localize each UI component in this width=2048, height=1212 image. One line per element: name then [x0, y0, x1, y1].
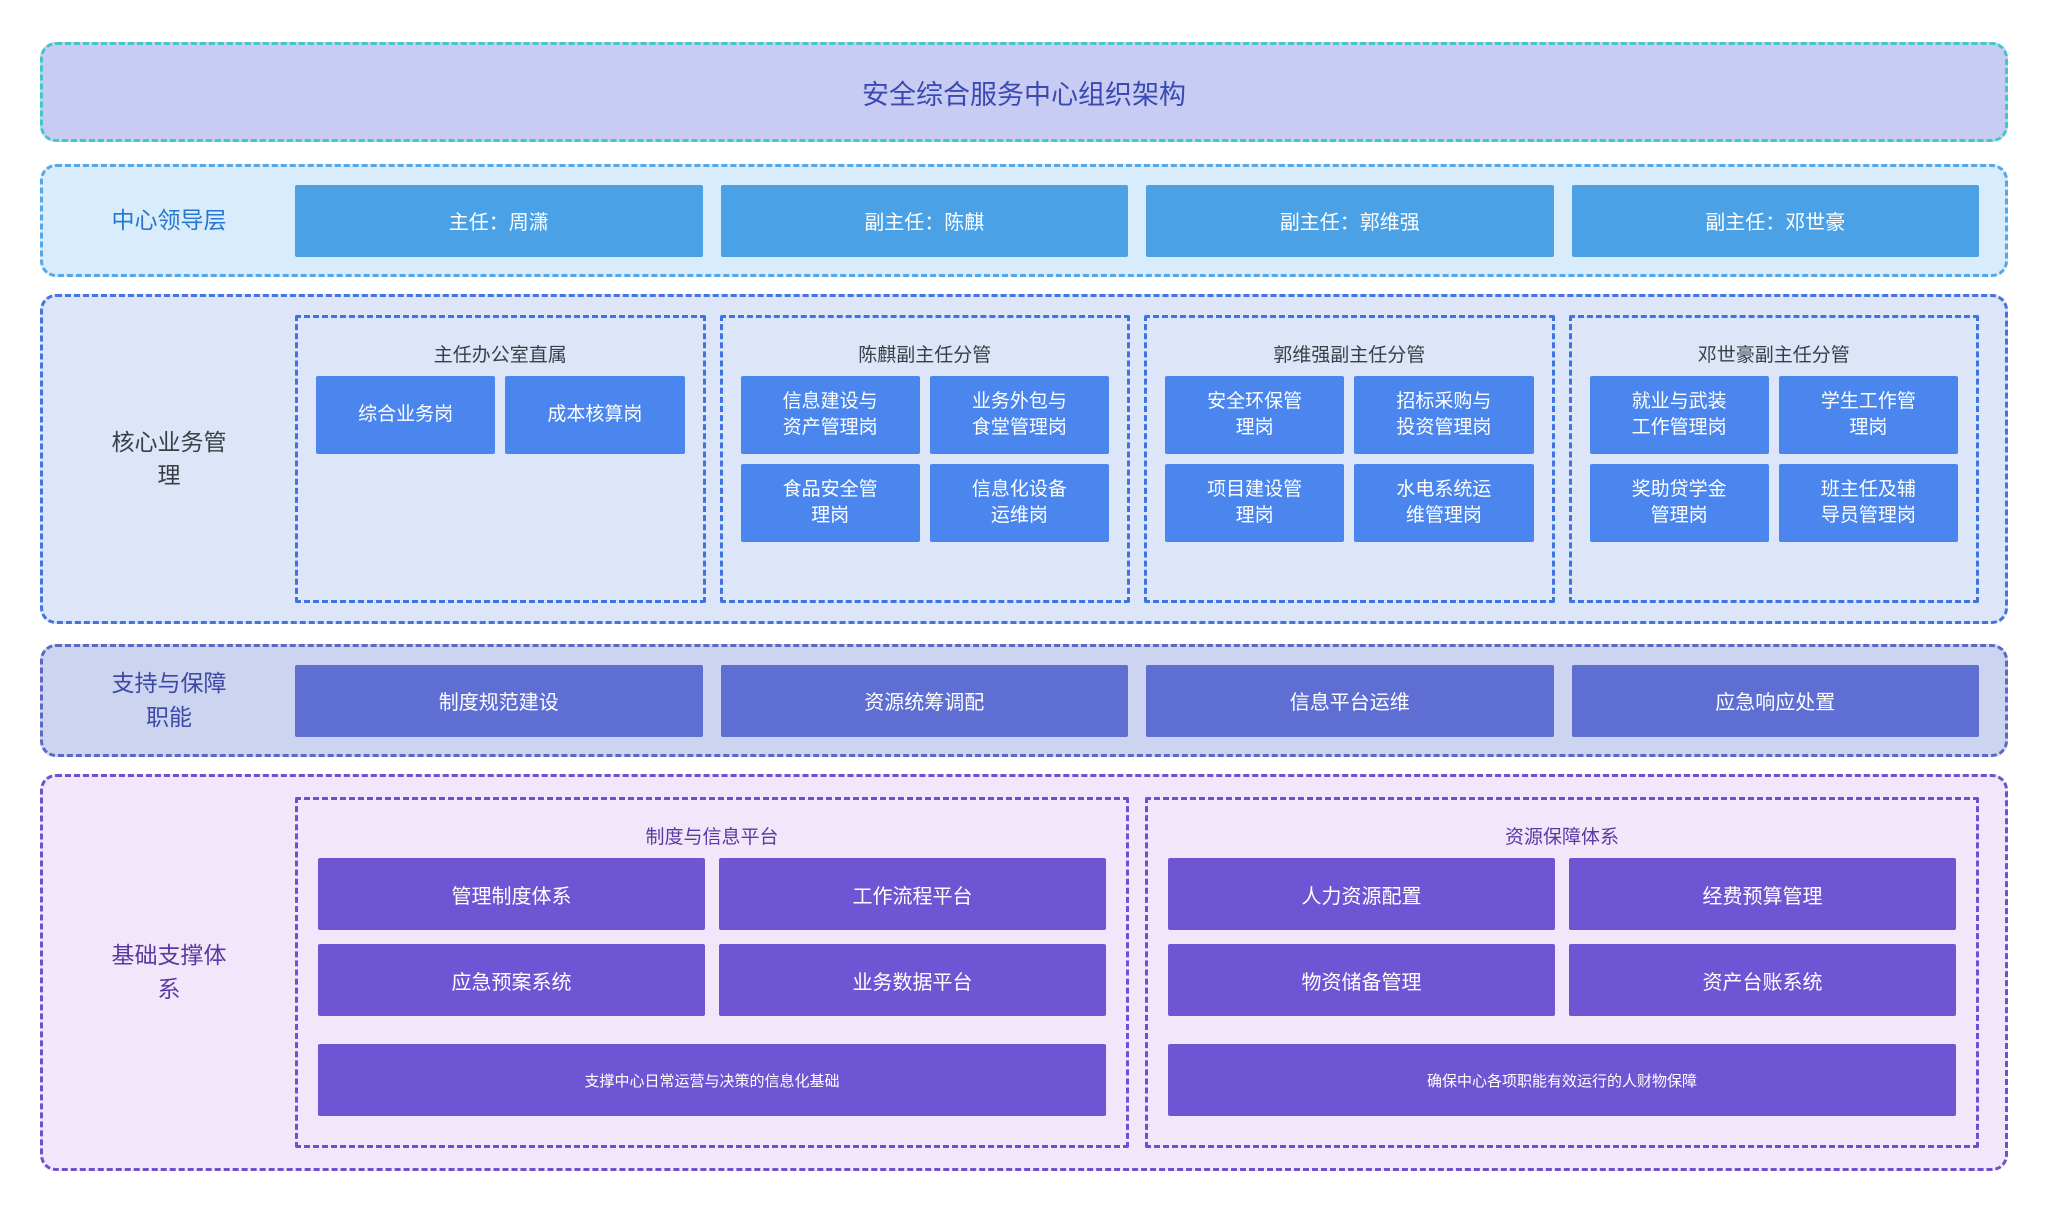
leadership-box-deputy-3: 副主任：邓世豪	[1571, 184, 1979, 257]
core-group-header: 邓世豪副主任分管	[1697, 344, 1850, 366]
core-position-box: 安全环保管 理岗	[1165, 376, 1345, 454]
core-group-grid: 就业与武装 工作管理岗 学生工作管 理岗 奖助贷学金 管理岗 班主任及辅 导员管…	[1589, 376, 1958, 542]
core-group-deputy-chenqi: 陈麒副主任分管 信息建设与 资产管理岗 业务外包与 食堂管理岗 食品安全管 理岗…	[719, 315, 1130, 603]
base-groups: 制度与信息平台 管理制度体系 工作流程平台 应急预案系统 业务数据平台 支撑中心…	[295, 777, 2005, 1168]
core-position-box: 奖助贷学金 管理岗	[1589, 464, 1769, 542]
core-group-director-office: 主任办公室直属 综合业务岗 成本核算岗	[295, 315, 706, 603]
base-system-box: 资产台账系统	[1569, 944, 1956, 1016]
base-group-header: 资源保障体系	[1504, 826, 1619, 848]
base-group-grid: 管理制度体系 工作流程平台 应急预案系统 业务数据平台	[318, 858, 1106, 1016]
base-system-box: 工作流程平台	[719, 858, 1106, 930]
core-position-box: 项目建设管 理岗	[1165, 464, 1345, 542]
base-group-header: 制度与信息平台	[645, 826, 779, 848]
core-group-header: 陈麒副主任分管	[858, 344, 992, 366]
base-group-resources: 资源保障体系 人力资源配置 经费预算管理 物资储备管理 资产台账系统 确保中心各…	[1145, 797, 1979, 1148]
base-system-box: 人力资源配置	[1168, 858, 1555, 930]
core-position-box: 就业与武装 工作管理岗	[1589, 376, 1769, 454]
base-system-box: 业务数据平台	[719, 944, 1106, 1016]
base-group-footer: 支撑中心日常运营与决策的信息化基础	[318, 1044, 1106, 1116]
leadership-box-director: 主任：周潇	[295, 184, 703, 257]
core-position-box: 学生工作管 理岗	[1778, 376, 1958, 454]
support-boxes: 制度规范建设 资源统筹调配 信息平台运维 应急响应处置	[295, 647, 2005, 754]
core-position-box: 综合业务岗	[316, 376, 496, 454]
core-group-grid: 安全环保管 理岗 招标采购与 投资管理岗 项目建设管 理岗 水电系统运 维管理岗	[1165, 376, 1534, 542]
support-function-box: 制度规范建设	[295, 664, 703, 737]
support-function-box: 信息平台运维	[1146, 664, 1554, 737]
section-label-support: 支持与保障 职能	[111, 670, 227, 730]
core-position-box: 信息化设备 运维岗	[929, 464, 1109, 542]
base-system-box: 管理制度体系	[318, 858, 705, 930]
core-group-deputy-dengshihao: 邓世豪副主任分管 就业与武装 工作管理岗 学生工作管 理岗 奖助贷学金 管理岗 …	[1568, 315, 1979, 603]
core-position-box: 业务外包与 食堂管理岗	[929, 376, 1109, 454]
section-label-base: 基础支撑体 系	[111, 942, 227, 1002]
core-position-box: 班主任及辅 导员管理岗	[1778, 464, 1958, 542]
core-position-box: 招标采购与 投资管理岗	[1354, 376, 1534, 454]
base-system-box: 应急预案系统	[318, 944, 705, 1016]
core-position-box: 信息建设与 资产管理岗	[740, 376, 920, 454]
base-system-box: 物资储备管理	[1168, 944, 1555, 1016]
section-leadership: 中心领导层 主任：周潇 副主任：陈麒 副主任：郭维强 副主任：邓世豪	[40, 164, 2008, 277]
base-group-platform: 制度与信息平台 管理制度体系 工作流程平台 应急预案系统 业务数据平台 支撑中心…	[295, 797, 1129, 1148]
core-position-box: 成本核算岗	[505, 376, 685, 454]
core-position-box: 食品安全管 理岗	[740, 464, 920, 542]
base-group-footer: 确保中心各项职能有效运行的人财物保障	[1168, 1044, 1956, 1116]
core-groups: 主任办公室直属 综合业务岗 成本核算岗 陈麒副主任分管 信息建设与 资产管理岗 …	[295, 297, 2005, 621]
page-title: 安全综合服务中心组织架构	[862, 79, 1186, 110]
leadership-boxes: 主任：周潇 副主任：陈麒 副主任：郭维强 副主任：邓世豪	[295, 167, 2005, 274]
core-group-grid: 综合业务岗 成本核算岗	[316, 376, 685, 454]
org-chart-title-banner: 安全综合服务中心组织架构	[40, 42, 2008, 142]
base-system-box: 经费预算管理	[1569, 858, 1956, 930]
core-position-box: 水电系统运 维管理岗	[1354, 464, 1534, 542]
section-base-support: 基础支撑体 系 制度与信息平台 管理制度体系 工作流程平台 应急预案系统 业务数…	[40, 774, 2008, 1171]
section-support-functions: 支持与保障 职能 制度规范建设 资源统筹调配 信息平台运维 应急响应处置	[40, 644, 2008, 757]
support-function-box: 应急响应处置	[1571, 664, 1979, 737]
core-group-header: 郭维强副主任分管	[1273, 344, 1426, 366]
support-function-box: 资源统筹调配	[720, 664, 1128, 737]
leadership-box-deputy-1: 副主任：陈麒	[720, 184, 1128, 257]
core-group-grid: 信息建设与 资产管理岗 业务外包与 食堂管理岗 食品安全管 理岗 信息化设备 运…	[740, 376, 1109, 542]
base-group-grid: 人力资源配置 经费预算管理 物资储备管理 资产台账系统	[1168, 858, 1956, 1016]
core-group-deputy-guoweiqiang: 郭维强副主任分管 安全环保管 理岗 招标采购与 投资管理岗 项目建设管 理岗 水…	[1144, 315, 1555, 603]
section-core-business: 核心业务管 理 主任办公室直属 综合业务岗 成本核算岗 陈麒副主任分管 信息建设…	[40, 294, 2008, 624]
section-label-core: 核心业务管 理	[111, 428, 227, 488]
leadership-box-deputy-2: 副主任：郭维强	[1146, 184, 1554, 257]
section-label-leadership: 中心领导层	[111, 206, 227, 233]
core-group-header: 主任办公室直属	[433, 344, 567, 366]
